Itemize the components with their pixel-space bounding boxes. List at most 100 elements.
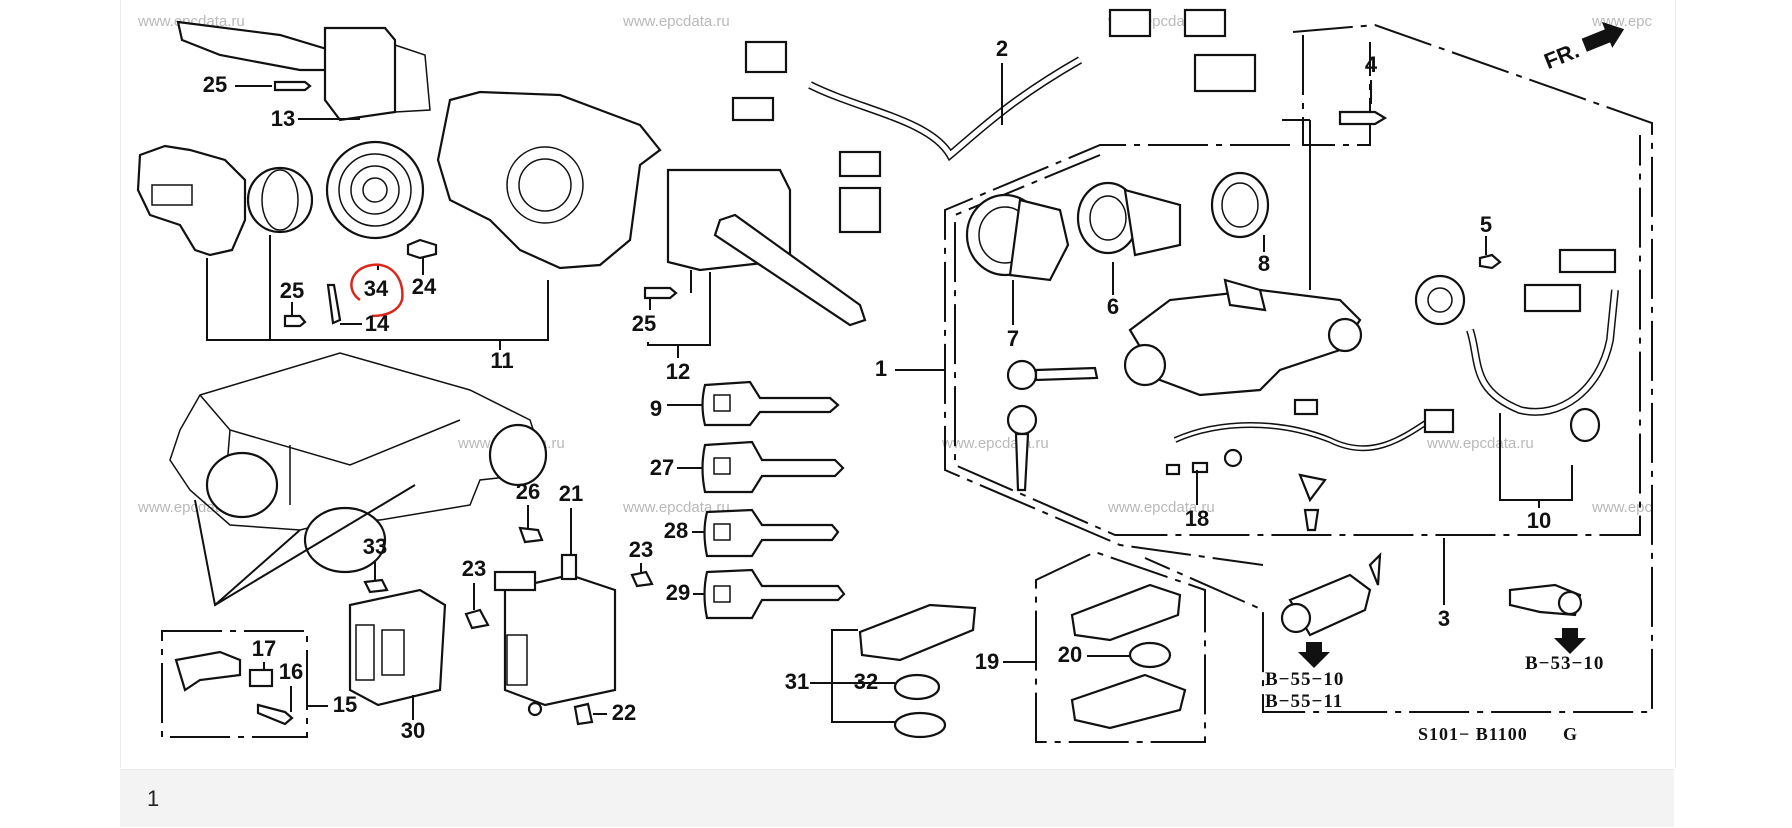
watermark: www.epcdata.ru <box>622 13 730 30</box>
lock-cylinders <box>965 171 1270 325</box>
callout-5: 5 <box>1480 212 1492 237</box>
parts-diagram: www.epcdata.ru www.epcdata.ru www.epcdat… <box>136 8 1653 744</box>
ring-drawing <box>246 166 314 234</box>
callout-19: 19 <box>975 649 999 674</box>
battery-20-drawing <box>1128 641 1172 669</box>
callout-34[interactable]: 34 <box>364 276 389 301</box>
callout-15: 15 <box>333 692 357 717</box>
callout-3: 3 <box>1438 606 1450 631</box>
vehicle-outline <box>169 352 548 607</box>
screw-5-drawing <box>1478 253 1502 270</box>
highlight-mark <box>350 263 404 318</box>
key-29-drawing <box>703 568 846 620</box>
connector-drawing <box>1108 8 1152 38</box>
screw-25-drawing <box>273 80 312 92</box>
turn-stalk-drawing <box>713 213 867 327</box>
callout-9: 9 <box>650 396 662 421</box>
turn-switch-group <box>643 168 867 358</box>
callout-24: 24 <box>412 274 437 299</box>
callout-10: 10 <box>1527 508 1551 533</box>
clip-23-drawing <box>464 608 490 630</box>
reference-b-55-10[interactable]: B−55−10 <box>1265 669 1344 690</box>
arrow-down-icon <box>1298 642 1330 668</box>
diagram-code: S101− B1100 <box>1418 724 1528 744</box>
diagram-variant: G <box>1563 724 1578 744</box>
callout-labels: 25 13 34 24 25 14 11 2 4 5 7 6 8 1 25 12… <box>203 36 1551 743</box>
door-cylinders <box>1280 552 1586 668</box>
watermark: www.epcdata.ru <box>622 499 730 516</box>
caption-bar: 1 <box>120 769 1674 827</box>
watermark: www.epc <box>1591 499 1653 516</box>
bolt-16-drawing <box>256 703 294 726</box>
clip-14-drawing <box>326 283 342 325</box>
callout-14: 14 <box>365 311 390 336</box>
callout-25: 25 <box>280 278 304 303</box>
callout-32: 32 <box>854 669 878 694</box>
clip-22-drawing <box>573 702 594 726</box>
remote-31-drawing <box>858 603 977 662</box>
connector-drawing <box>838 186 882 234</box>
screw-25c-drawing <box>643 286 678 300</box>
combination-switch-group <box>136 20 662 350</box>
callout-17: 17 <box>252 636 276 661</box>
reference-b-53-10[interactable]: B−53−10 <box>1525 653 1604 674</box>
callout-25: 25 <box>203 72 227 97</box>
battery-32-drawing <box>893 673 941 701</box>
arrow-down-icon <box>1554 628 1586 654</box>
cylinder-8-drawing <box>1210 171 1270 239</box>
key-27-drawing <box>701 440 845 494</box>
callout-8: 8 <box>1258 251 1270 276</box>
steering-lock-body <box>1123 80 1388 397</box>
bracket-15-group <box>161 630 328 738</box>
key-28-drawing <box>703 508 840 558</box>
bolt-4-drawing <box>1338 110 1388 126</box>
remote-19-drawing <box>1070 583 1182 642</box>
clip-17-drawing <box>248 668 274 688</box>
callout-16: 16 <box>279 659 303 684</box>
cable-reel-drawing <box>325 140 425 240</box>
ignition-keys <box>1006 359 1099 492</box>
keys-group <box>667 380 846 620</box>
watermark: www.epc <box>1591 13 1653 30</box>
remote-fobs <box>810 550 1206 743</box>
connector-drawing <box>1183 8 1227 38</box>
callout-23: 23 <box>629 537 653 562</box>
direction-label: FR. <box>1540 38 1582 74</box>
callout-26: 26 <box>516 479 540 504</box>
callout-1: 1 <box>875 356 887 381</box>
callout-28: 28 <box>664 518 688 543</box>
wiper-stalk-drawing <box>176 20 342 72</box>
callout-25: 25 <box>632 311 656 336</box>
watermark: www.epcdata.ru <box>941 435 1049 452</box>
bracket-15-drawing <box>174 650 242 692</box>
callout-18: 18 <box>1185 506 1209 531</box>
wire-harness-2 <box>731 8 1257 234</box>
watermark: www.epcdata.ru <box>1426 435 1534 452</box>
ignition-switch-drawing <box>1414 274 1466 326</box>
callout-4: 4 <box>1365 52 1378 77</box>
callout-27: 27 <box>650 455 674 480</box>
callout-31: 31 <box>785 669 809 694</box>
callout-29: 29 <box>666 580 690 605</box>
screw-26-drawing <box>518 526 544 544</box>
control-units <box>348 505 654 726</box>
reference-b-55-11[interactable]: B−55−11 <box>1265 691 1343 712</box>
module-30-drawing <box>348 588 447 707</box>
connector-drawing <box>731 96 775 122</box>
callout-12: 12 <box>666 359 690 384</box>
switch-housing-drawing <box>436 90 662 270</box>
clip-23b-drawing <box>630 570 654 588</box>
callout-13: 13 <box>271 106 295 131</box>
connector-drawing <box>838 150 882 178</box>
watermark: www.epcdata.ru <box>1107 499 1215 516</box>
screw-25b-drawing <box>283 314 307 328</box>
callout-23: 23 <box>462 556 486 581</box>
callout-20: 20 <box>1058 642 1082 667</box>
callout-11: 11 <box>490 348 513 373</box>
callout-6: 6 <box>1107 294 1119 319</box>
key-9-drawing <box>701 380 840 427</box>
callout-22: 22 <box>612 700 636 725</box>
caption-text: 1 <box>147 786 160 811</box>
watermark: www.epcdata.ru <box>137 13 245 30</box>
arrow-right-icon <box>1581 21 1625 52</box>
